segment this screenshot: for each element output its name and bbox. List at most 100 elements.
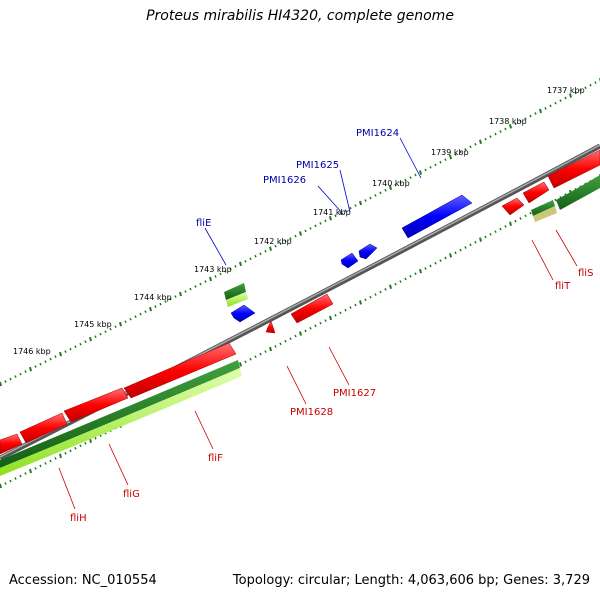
- feature-light-left: [0, 368, 242, 476]
- forward-scale-minor-tick: [334, 214, 337, 218]
- reverse-scale-minor-tick: [314, 324, 317, 328]
- reverse-scale-minor-tick: [284, 339, 287, 343]
- gene-right-1[interactable]: [547, 149, 600, 189]
- gene-left-3[interactable]: [19, 412, 68, 444]
- reverse-scale-minor-tick: [354, 303, 357, 307]
- forward-scale-minor-tick: [84, 340, 87, 343]
- reverse-scale-minor-tick: [34, 467, 37, 470]
- gene-left-2[interactable]: [63, 387, 129, 423]
- reverse-scale-minor-tick: [414, 272, 417, 276]
- gene-right-2[interactable]: [522, 181, 550, 204]
- forward-scale-minor-tick: [384, 188, 387, 192]
- reverse-scale-minor-tick: [304, 329, 307, 333]
- genome-title: Proteus mirabilis HI4320, complete genom…: [146, 8, 454, 24]
- forward-scale-major-tick: [89, 336, 92, 342]
- feature-fliE-dark: [224, 283, 246, 300]
- scale-label-1737: 1737 kbp: [547, 86, 585, 95]
- scale-label-1741: 1741 kbp: [313, 208, 351, 217]
- feature-dark-right: [556, 175, 600, 210]
- reverse-scale-minor-tick: [394, 282, 397, 286]
- gene-fliE[interactable]: [230, 304, 256, 323]
- gene-PMI1628[interactable]: [265, 320, 276, 334]
- forward-scale-minor-tick: [549, 104, 552, 108]
- forward-scale-minor-tick: [249, 257, 252, 261]
- forward-scale-major-tick: [389, 185, 392, 191]
- accession-text: Accession: NC_010554: [9, 573, 157, 588]
- gene-PMI1625[interactable]: [358, 243, 378, 260]
- forward-scale-minor-tick: [164, 300, 167, 303]
- forward-scale-minor-tick: [244, 259, 247, 263]
- label-fliT: fliT: [555, 281, 571, 292]
- forward-scale-minor-tick: [399, 181, 402, 185]
- forward-scale-minor-tick: [559, 99, 562, 102]
- reverse-scale-minor-tick: [264, 350, 267, 353]
- gene-PMI1626[interactable]: [340, 252, 359, 269]
- reverse-scale-minor-tick: [519, 217, 522, 220]
- reverse-scale-ticks: [0, 174, 600, 489]
- forward-scale-minor-tick: [219, 272, 222, 276]
- forward-scale-minor-tick: [259, 252, 262, 256]
- forward-scale-minor-tick: [109, 327, 112, 331]
- reverse-scale-minor-tick: [324, 319, 327, 322]
- forward-scale-minor-tick: [494, 132, 497, 136]
- gene-fliS[interactable]: [501, 197, 525, 216]
- reverse-scale-minor-tick: [94, 436, 97, 440]
- forward-scale-minor-tick: [519, 119, 522, 123]
- forward-scale-minor-tick: [114, 325, 117, 328]
- gene-PMI1624[interactable]: [401, 194, 473, 239]
- reverse-scale-minor-tick: [319, 321, 322, 325]
- forward-scale-minor-tick: [39, 362, 42, 366]
- reverse-scale-minor-tick: [404, 277, 407, 281]
- reverse-scale-minor-tick: [69, 449, 72, 453]
- forward-scale-minor-tick: [159, 302, 162, 306]
- reverse-scale-minor-tick: [339, 311, 342, 315]
- gene-labels: PMI1624 PMI1625 PMI1626 fliE fliS fliT P…: [70, 128, 593, 524]
- forward-scale-minor-tick: [474, 142, 477, 146]
- reverse-scale-minor-tick: [249, 357, 252, 361]
- forward-scale-major-tick: [419, 170, 422, 175]
- forward-scale-minor-tick: [184, 290, 187, 293]
- reverse-scale-major-tick: [269, 346, 272, 352]
- gene-left-1[interactable]: [123, 342, 237, 399]
- forward-scale-minor-tick: [124, 320, 127, 323]
- forward-scale-minor-tick: [484, 137, 487, 141]
- forward-scale-major-tick: [269, 246, 272, 251]
- gene-left-4[interactable]: [0, 433, 23, 455]
- forward-scale-minor-tick: [214, 275, 217, 278]
- forward-scale-minor-tick: [584, 86, 587, 90]
- reverse-scale-minor-tick: [424, 267, 427, 270]
- forward-scale-major-tick: [179, 291, 182, 297]
- label-fliH: fliH: [70, 513, 87, 524]
- reverse-scale-minor-tick: [344, 308, 347, 312]
- forward-scale-minor-tick: [304, 229, 307, 233]
- reverse-scale-minor-tick: [289, 337, 292, 340]
- forward-scale-minor-tick: [409, 176, 412, 179]
- forward-scale-minor-tick: [529, 114, 532, 118]
- forward-scale-minor-tick: [49, 357, 52, 361]
- gene-PMI1627[interactable]: [290, 293, 334, 324]
- reverse-scale-major-tick: [239, 362, 242, 367]
- forward-scale-major-tick: [299, 231, 302, 236]
- forward-scale-minor-tick: [339, 211, 342, 215]
- forward-scale-minor-tick: [229, 267, 232, 271]
- reverse-scale-major-tick: [329, 315, 332, 321]
- label-fliG: fliG: [123, 489, 140, 500]
- forward-scale-minor-tick: [594, 81, 597, 84]
- reverse-scale-major-tick: [389, 284, 392, 290]
- forward-scale-minor-tick: [4, 380, 7, 383]
- forward-scale-minor-tick: [204, 280, 207, 283]
- reverse-scale-minor-tick: [274, 345, 277, 348]
- forward-scale-major-tick: [539, 108, 542, 114]
- reverse-scale-minor-tick: [384, 288, 387, 291]
- scale-label-1745: 1745 kbp: [74, 320, 112, 329]
- forward-scale-minor-tick: [284, 239, 287, 243]
- reverse-scale-major-tick: [509, 221, 512, 227]
- forward-scale-minor-tick: [574, 91, 577, 95]
- forward-scale-major-tick: [149, 306, 152, 312]
- forward-scale-minor-tick: [424, 168, 427, 172]
- reverse-scale-minor-tick: [464, 246, 467, 249]
- reverse-scale-minor-tick: [74, 447, 77, 450]
- scale-label-1738: 1738 kbp: [489, 117, 527, 126]
- forward-scale-minor-tick: [129, 317, 132, 321]
- reverse-scale-minor-tick: [14, 477, 17, 480]
